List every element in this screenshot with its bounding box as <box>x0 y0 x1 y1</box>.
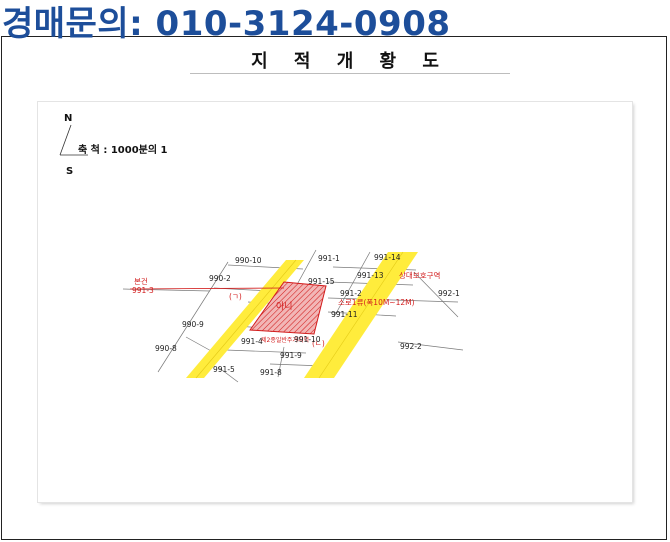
subject-parcel-area <box>249 281 327 335</box>
compass-north-label: N <box>64 113 72 124</box>
center-mark: 아니 <box>276 301 293 312</box>
parcel-label: 991-11 <box>331 310 358 319</box>
parcel-labels: 990-10 991-1 991-14 990-2 991-13 991-15 … <box>155 253 460 377</box>
parcel-label: 990-10 <box>235 256 262 265</box>
parcel-label: 991-4 <box>241 337 263 346</box>
road-width-label: 소로1류(폭10M~12M) <box>338 298 415 307</box>
parcel-label: 990-9 <box>182 320 204 329</box>
road-mark-left: (ㄱ) <box>229 292 242 301</box>
parcel-label: 992-2 <box>400 342 422 351</box>
auction-inquiry-phone: 경매문의: 010-3124-0908 <box>2 4 451 44</box>
page-frame <box>1 36 667 540</box>
document-title: 지 적 개 황 도 <box>251 51 449 72</box>
subject-label: 본건 <box>134 276 148 286</box>
parcel-label: 991-13 <box>357 271 384 280</box>
parcel-label: 991-14 <box>374 253 401 262</box>
subject-leader-line <box>129 287 285 290</box>
parcel-label: 990-2 <box>209 274 231 283</box>
compass-south-label: S <box>66 166 73 177</box>
subject-parcel: 아니 <box>249 281 327 335</box>
parcel-label: 991-8 <box>260 368 282 377</box>
parcel-label: 991-15 <box>308 277 335 286</box>
subject-parcel-number: 991-3 <box>132 286 154 295</box>
parcel-label: 991-10 <box>294 335 321 344</box>
cadastral-map-sheet: N S 축 척 : 1000분의 1 <box>38 102 632 502</box>
parcel-label: 991-1 <box>318 254 340 263</box>
cadastral-map: N S 축 척 : 1000분의 1 <box>59 113 464 383</box>
parcel-label: 992-1 <box>438 289 460 298</box>
compass-line <box>59 124 72 156</box>
zone-label: 상대보호구역 <box>399 270 440 280</box>
compass: N S <box>59 113 88 177</box>
parcel-label: 991-2 <box>340 289 362 298</box>
road-west <box>186 260 304 378</box>
parcel-label: 990-8 <box>155 344 177 353</box>
road-mark-bottom: (ㄴ) <box>312 339 325 348</box>
parcel-label: 991-9 <box>280 351 302 360</box>
title-underline <box>190 73 510 74</box>
subject-callout: 본건 991-3 <box>129 276 285 295</box>
road-west-centerline <box>195 259 297 379</box>
zoning-note: 제2종일반주거지역 <box>261 336 309 344</box>
road-east-centerline <box>318 251 404 379</box>
parcel-label: 991-5 <box>213 365 235 374</box>
scale-label: 축 척 : 1000분의 1 <box>78 143 168 156</box>
